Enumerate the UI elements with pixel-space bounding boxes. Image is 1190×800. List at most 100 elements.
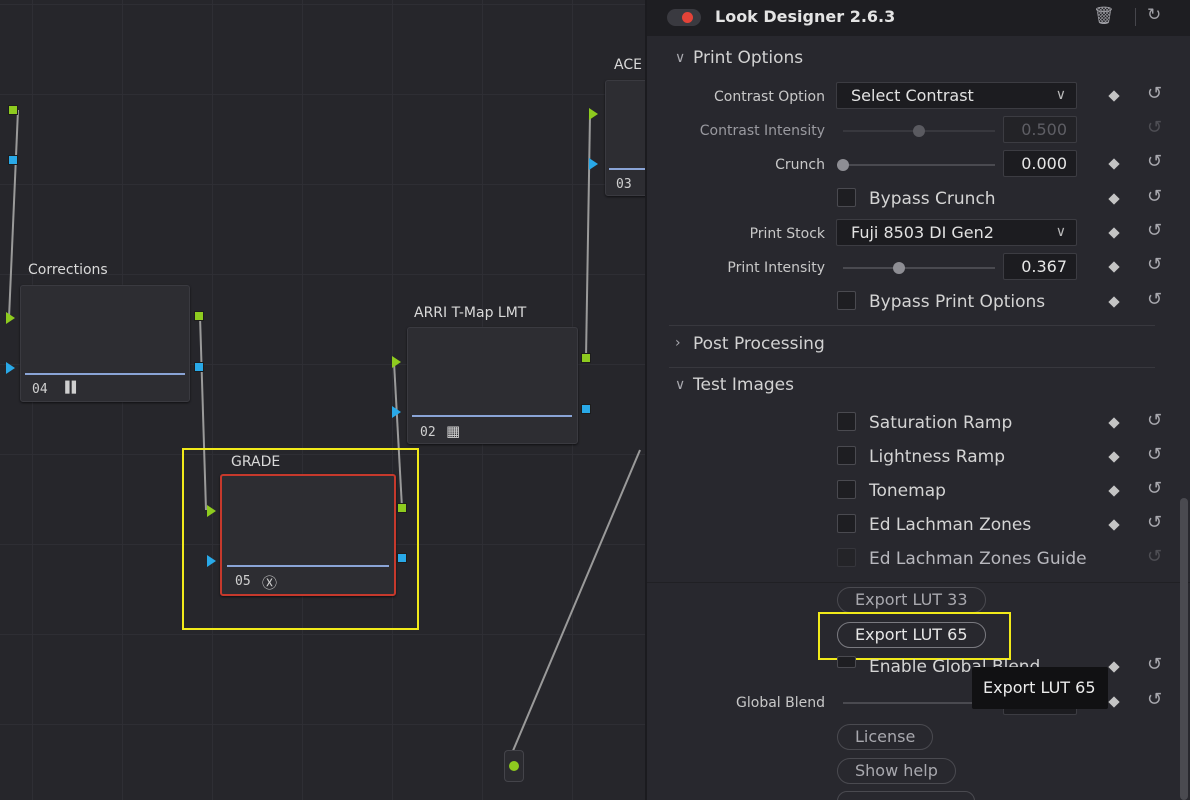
print-stock-dropdown[interactable]: Fuji 8503 DI Gen2 ∨ — [836, 219, 1077, 246]
output-port-blue[interactable] — [581, 404, 591, 414]
slider-thumb[interactable] — [892, 262, 905, 274]
field-label: Global Blend — [736, 695, 825, 711]
reset-icon: ↺ — [1147, 546, 1163, 567]
node-number: 03 — [616, 177, 632, 192]
keyframe-icon[interactable] — [1108, 417, 1120, 429]
row-print-intensity: Print Intensity 0.367 ↺ — [647, 253, 1190, 283]
node-title: ARRI T-Map LMT — [414, 305, 527, 321]
keyframe-icon[interactable] — [1108, 193, 1120, 205]
license-button[interactable]: License — [837, 724, 934, 750]
reset-icon[interactable]: ↺ — [1147, 254, 1163, 275]
partial-button[interactable] — [837, 791, 975, 800]
node-body[interactable]: 05 Ⓧ — [220, 474, 396, 596]
enable-toggle[interactable] — [667, 9, 701, 26]
input-port-blue[interactable] — [392, 406, 401, 418]
node-bar — [227, 565, 389, 567]
keyframe-icon[interactable] — [1108, 485, 1120, 497]
keyframe-icon[interactable] — [1108, 696, 1120, 708]
export-lut-65-button[interactable]: Export LUT 65 — [837, 622, 986, 648]
keyframe-icon[interactable] — [1108, 451, 1120, 463]
header-separator — [1135, 8, 1136, 26]
section-divider — [647, 582, 1190, 583]
keyframe-icon[interactable] — [1108, 158, 1120, 170]
output-port-green[interactable] — [194, 311, 204, 321]
reset-icon[interactable]: ↺ — [1147, 444, 1163, 465]
keyframe-icon[interactable] — [1108, 661, 1120, 673]
ed-lachman-zones-guide-checkbox[interactable] — [837, 548, 856, 567]
lightness-ramp-checkbox[interactable] — [837, 446, 856, 465]
row-enable-global-blend: Enable Global Blend ↺ — [647, 653, 1190, 683]
export-lut-33-button[interactable]: Export LUT 33 — [837, 587, 986, 613]
slider-thumb[interactable] — [913, 125, 925, 137]
dropdown-value: Select Contrast — [851, 86, 974, 105]
crunch-slider[interactable] — [837, 159, 995, 171]
checkbox-label[interactable]: Lightness Ramp — [869, 447, 1005, 467]
crunch-value[interactable]: 0.000 — [1003, 150, 1077, 177]
row-tonemap: Tonemap ↺ — [647, 477, 1190, 507]
input-port-blue[interactable] — [6, 362, 15, 374]
contrast-intensity-value[interactable]: 0.500 — [1003, 116, 1077, 143]
reset-icon[interactable]: ↺ — [1147, 689, 1163, 710]
checkbox-label[interactable]: Ed Lachman Zones Guide — [869, 549, 1087, 569]
export-highlight-box — [818, 612, 1011, 660]
keyframe-icon[interactable] — [1108, 519, 1120, 531]
highlight-box — [182, 448, 419, 630]
trash-icon[interactable]: 🗑 — [1093, 6, 1115, 26]
input-port-green[interactable] — [392, 356, 401, 368]
reset-icon[interactable]: ↺ — [1147, 654, 1163, 675]
input-port-green[interactable] — [207, 505, 216, 517]
row-crunch: Crunch 0.000 ↺ — [647, 150, 1190, 180]
keyframe-icon[interactable] — [1108, 227, 1120, 239]
panel-title: Look Designer 2.6.3 — [715, 7, 896, 26]
input-port-blue[interactable] — [207, 555, 216, 567]
checkbox-label[interactable]: Ed Lachman Zones — [869, 515, 1032, 535]
output-node[interactable] — [504, 750, 524, 782]
keyframe-icon[interactable] — [1108, 261, 1120, 273]
show-help-button[interactable]: Show help — [837, 758, 956, 784]
node-body[interactable]: 03 — [605, 80, 645, 196]
slider-thumb[interactable] — [837, 159, 849, 171]
tonemap-checkbox[interactable] — [837, 480, 856, 499]
contrast-option-dropdown[interactable]: Select Contrast ∨ — [836, 82, 1077, 109]
reset-icon[interactable]: ↺ — [1147, 220, 1163, 241]
reset-icon[interactable]: ↺ — [1147, 289, 1163, 310]
print-intensity-slider[interactable] — [843, 262, 995, 274]
output-port-green[interactable] — [581, 353, 591, 363]
print-intensity-value[interactable]: 0.367 — [1003, 253, 1077, 280]
reset-icon[interactable]: ↺ — [1147, 512, 1163, 533]
reset-all-icon[interactable]: ↻ — [1147, 5, 1162, 25]
output-port-blue[interactable] — [397, 553, 407, 563]
input-port-green[interactable] — [589, 108, 598, 120]
input-port-blue[interactable] — [589, 158, 598, 170]
node-body[interactable]: 02 ▦ — [407, 327, 578, 444]
reset-icon[interactable]: ↺ — [1147, 186, 1163, 207]
node-bar — [609, 168, 645, 170]
output-port-blue[interactable] — [194, 362, 204, 372]
saturation-ramp-checkbox[interactable] — [837, 412, 856, 431]
checkbox-label[interactable]: Tonemap — [869, 481, 946, 501]
ed-lachman-zones-checkbox[interactable] — [837, 514, 856, 533]
keyframe-icon[interactable] — [1108, 296, 1120, 308]
checkbox-label[interactable]: Saturation Ramp — [869, 413, 1013, 433]
dropdown-value: Fuji 8503 DI Gen2 — [851, 223, 994, 242]
bypass-print-options-checkbox[interactable] — [837, 291, 856, 310]
contrast-intensity-slider[interactable] — [843, 125, 995, 137]
reset-icon[interactable]: ↺ — [1147, 151, 1163, 172]
reset-icon[interactable]: ↺ — [1147, 410, 1163, 431]
reset-icon[interactable]: ↺ — [1147, 478, 1163, 499]
input-port-green[interactable] — [6, 312, 15, 324]
reset-icon[interactable]: ↺ — [1147, 83, 1163, 104]
keyframe-icon[interactable] — [1108, 90, 1120, 102]
checkbox-label[interactable]: Bypass Print Options — [869, 292, 1046, 312]
node-graph[interactable]: Corrections 04 ▐▐ ARRI T-Map LMT 02 ▦ — [0, 0, 645, 800]
node-partial-output-green[interactable] — [8, 105, 18, 115]
checkbox-label[interactable]: Bypass Crunch — [869, 189, 996, 209]
bypass-crunch-checkbox[interactable] — [837, 188, 856, 207]
node-body[interactable]: 04 ▐▐ — [20, 285, 190, 402]
node-number: 05 — [235, 574, 251, 589]
output-port-green[interactable] — [397, 503, 407, 513]
enable-global-blend-checkbox[interactable] — [837, 656, 856, 668]
panel-scrollbar[interactable] — [1180, 498, 1188, 800]
node-partial-output-blue[interactable] — [8, 155, 18, 165]
row-global-blend: Global Blend 1.000 ↺ — [647, 688, 1190, 718]
